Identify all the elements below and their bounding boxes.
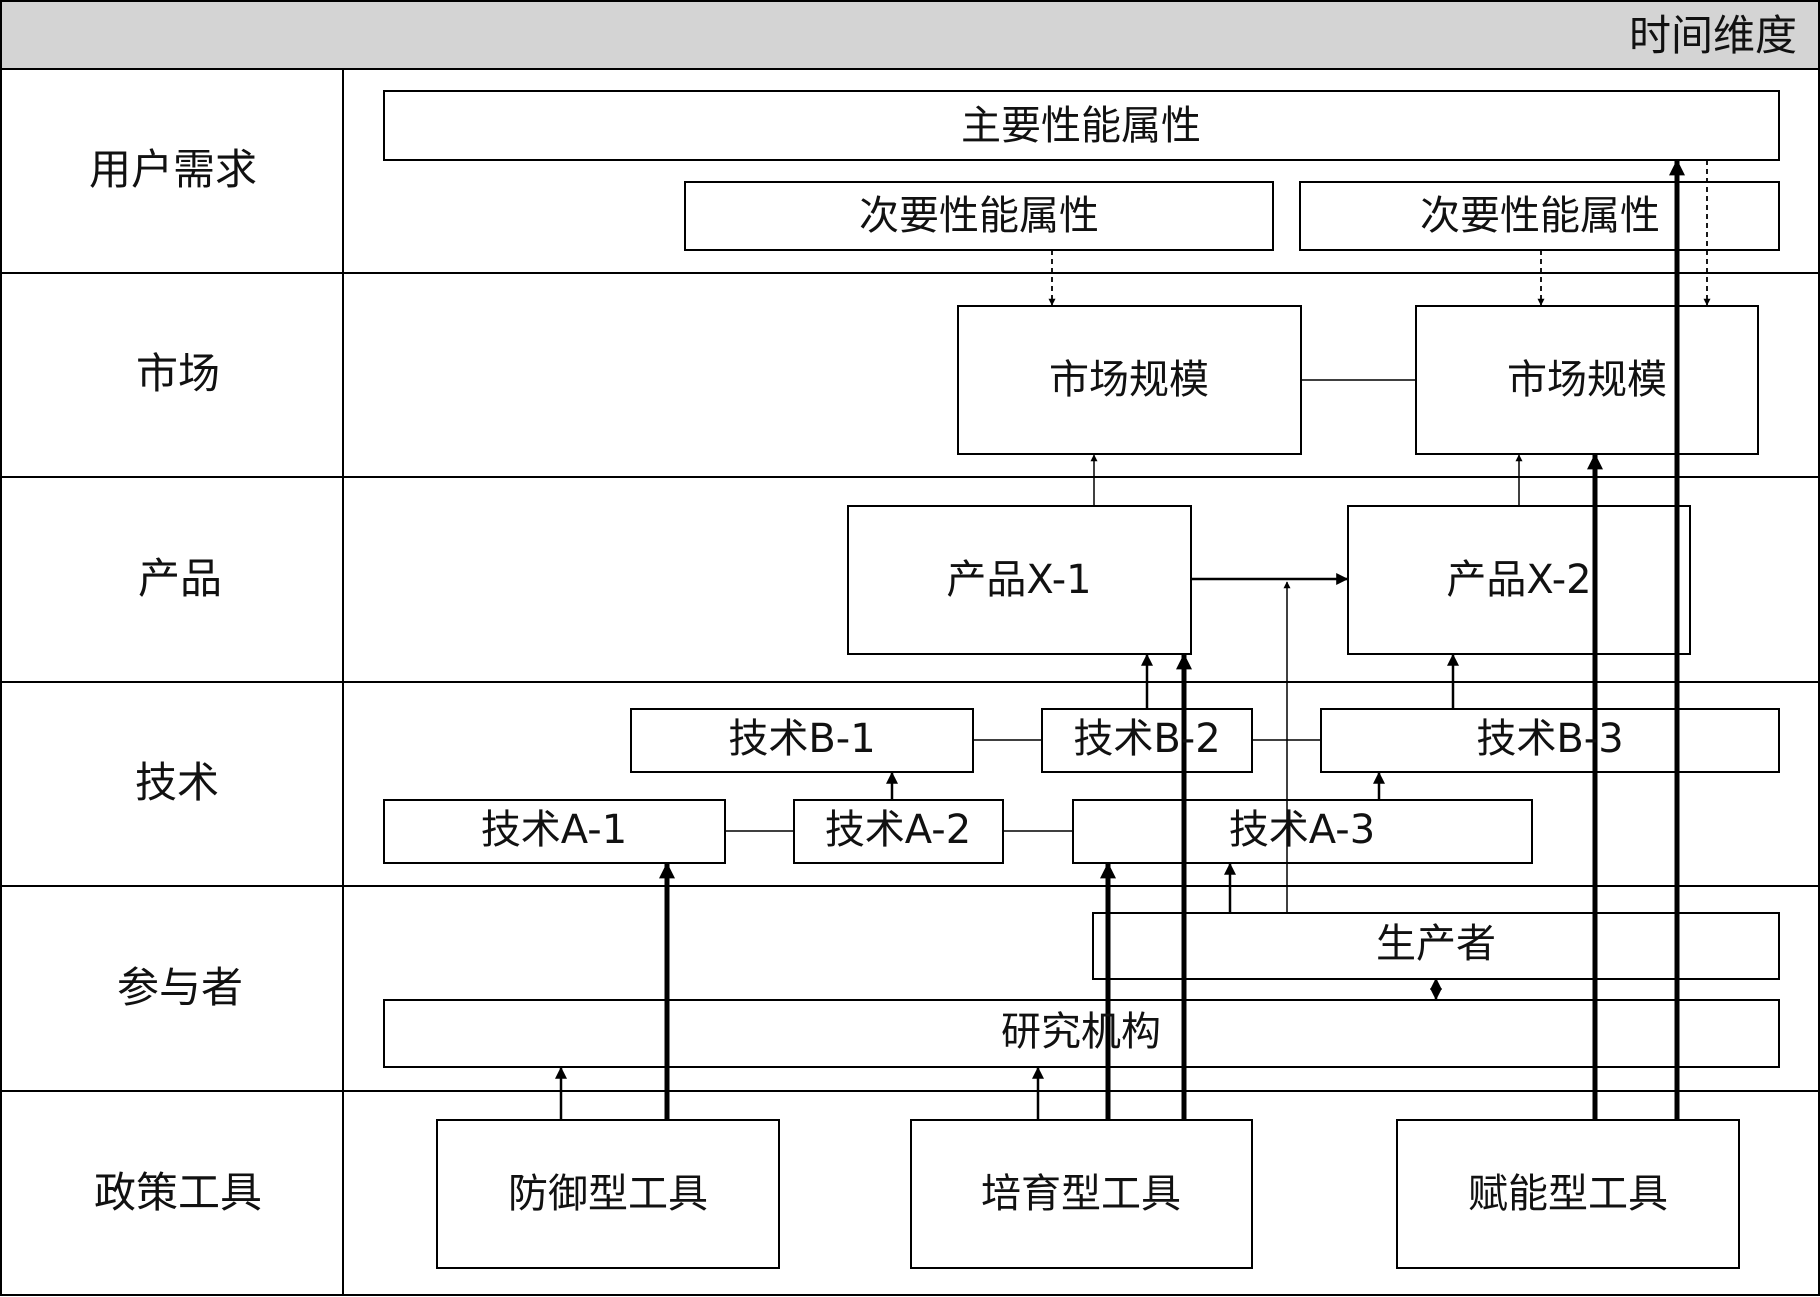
time-dimension-title: 时间维度 [1629,11,1797,60]
tech-b3-label: 技术B-3 [1476,716,1623,762]
market-scale-box-1 [957,305,1302,455]
secondary-attribute-box-2 [1299,181,1780,251]
tech-a2-label: 技术A-2 [825,807,971,853]
secondary-attribute-label-2: 次要性能属性 [1420,193,1660,239]
defensive-tool-box [436,1119,780,1269]
research-institute-label: 研究机构 [1001,1009,1161,1055]
header-band [0,0,1820,70]
nurturing-tool-label: 培育型工具 [981,1171,1181,1217]
primary-attribute-label: 主要性能属性 [961,103,1201,149]
product-x1-label: 产品X-1 [946,557,1091,603]
producer-box [1092,912,1780,980]
row-label-product: 产品 [138,554,222,603]
secondary-attribute-label-1: 次要性能属性 [859,193,1099,239]
tech-b1-box [630,708,974,773]
tech-b3-box [1320,708,1780,773]
tech-b1-label: 技术B-1 [728,716,875,762]
nurturing-tool-box [910,1119,1253,1269]
tech-a3-box [1072,799,1533,864]
research-institute-box [383,999,1780,1068]
market-scale-label-2: 市场规模 [1507,357,1667,403]
defensive-tool-label: 防御型工具 [508,1171,708,1217]
row-label-participants: 参与者 [117,963,243,1012]
secondary-attribute-box-1 [684,181,1274,251]
tech-b2-label: 技术B-2 [1073,716,1220,762]
tech-a3-label: 技术A-3 [1229,807,1375,853]
enabling-tool-box [1396,1119,1740,1269]
producer-label: 生产者 [1376,921,1496,967]
row-label-policy-tools: 政策工具 [94,1168,262,1217]
enabling-tool-label: 赋能型工具 [1468,1171,1668,1217]
primary-attribute-box [383,90,1780,161]
market-scale-label-1: 市场规模 [1049,357,1209,403]
tech-a1-box [383,799,726,864]
row-label-technology: 技术 [135,758,219,807]
tech-a1-label: 技术A-1 [481,807,627,853]
row-label-user-demand: 用户需求 [89,145,257,194]
product-x2-label: 产品X-2 [1446,557,1591,603]
row-label-market: 市场 [136,349,220,398]
product-x1-box [847,505,1192,655]
